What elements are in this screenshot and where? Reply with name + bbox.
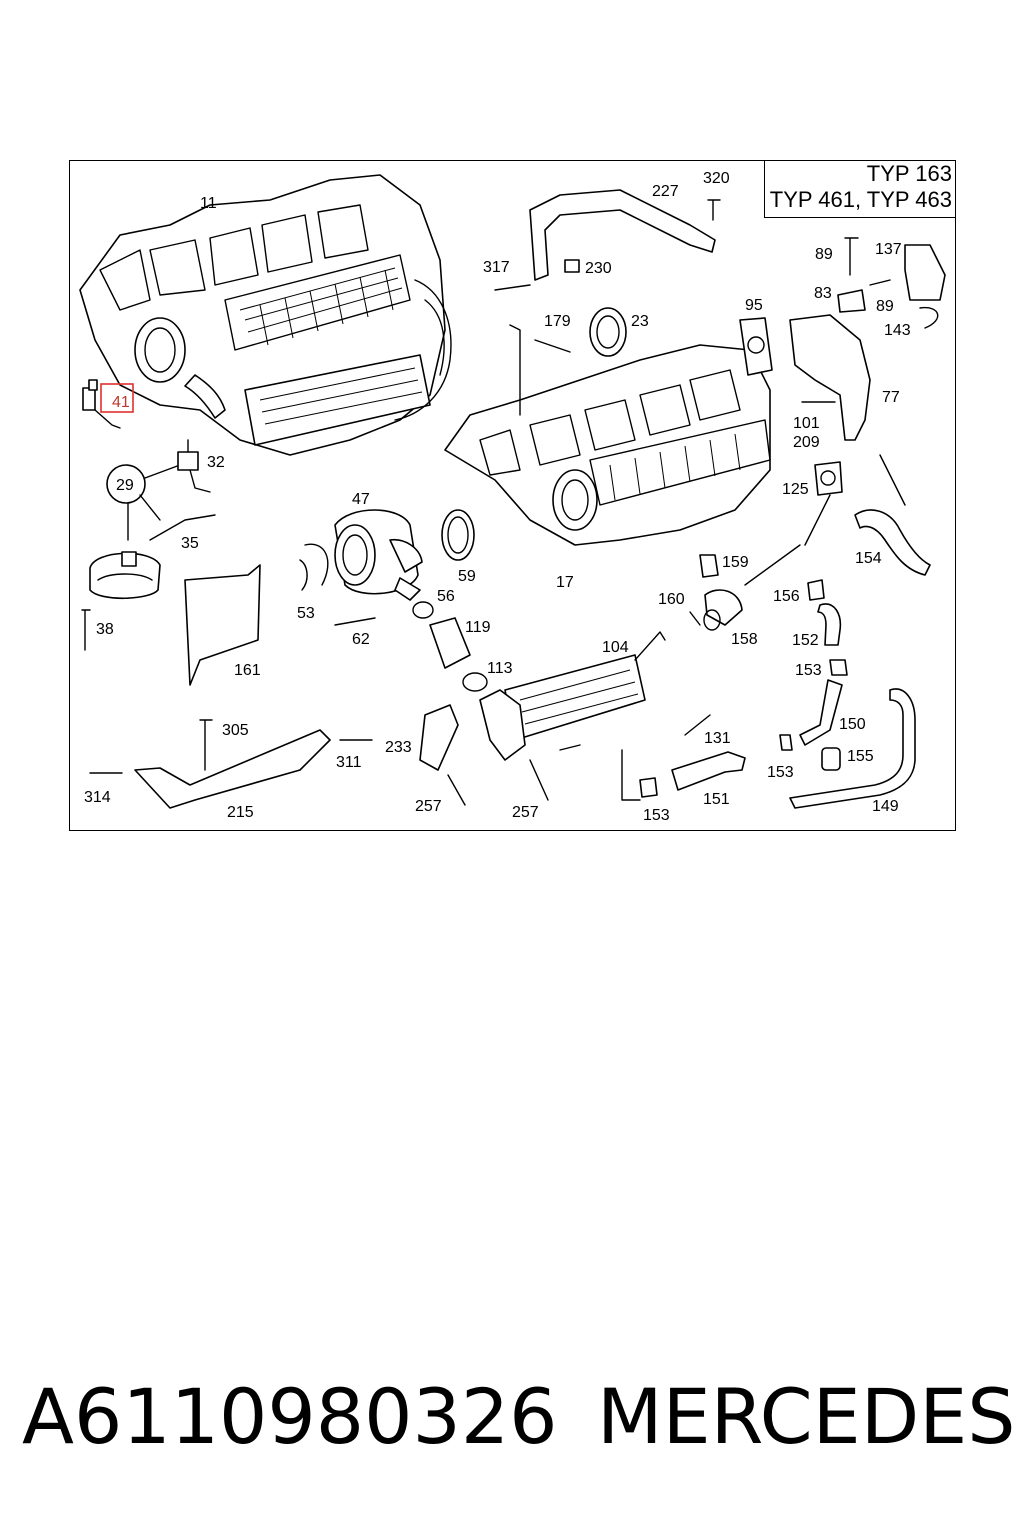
- throttle-group: [299, 509, 488, 692]
- label-155: 155: [847, 748, 874, 765]
- right-upper-group: [739, 237, 946, 576]
- label-152: 152: [792, 632, 819, 649]
- label-153-b: 153: [767, 764, 794, 781]
- label-161: 161: [234, 662, 261, 679]
- label-83: 83: [814, 285, 832, 302]
- label-153-c: 153: [643, 807, 670, 824]
- label-320: 320: [703, 170, 730, 187]
- brand-name: MERCEDES: [597, 1372, 1016, 1461]
- pipe-group: [494, 189, 721, 357]
- label-151: 151: [703, 791, 730, 808]
- label-101: 101: [793, 415, 820, 432]
- label-257-a: 257: [415, 798, 442, 815]
- label-104: 104: [602, 639, 629, 656]
- label-23: 23: [631, 313, 649, 330]
- label-89-b: 89: [876, 298, 894, 315]
- label-160: 160: [658, 591, 685, 608]
- label-47: 47: [352, 491, 370, 508]
- label-38: 38: [96, 621, 114, 638]
- label-305: 305: [222, 722, 249, 739]
- label-41[interactable]: 41: [112, 394, 130, 411]
- vehicle-type-line-1: TYP 163: [866, 161, 952, 186]
- label-11: 11: [200, 195, 217, 212]
- actuator-group: [81, 439, 216, 651]
- label-154: 154: [855, 550, 882, 567]
- label-59: 59: [458, 568, 476, 585]
- label-317: 317: [483, 259, 510, 276]
- label-314: 314: [84, 789, 111, 806]
- label-179: 179: [544, 313, 571, 330]
- vehicle-type-box: TYP 163 TYP 461, TYP 463: [764, 161, 955, 218]
- label-156: 156: [773, 588, 800, 605]
- label-89-a: 89: [815, 246, 833, 263]
- label-29: 29: [116, 477, 134, 494]
- label-125: 125: [782, 481, 809, 498]
- label-119: 119: [465, 619, 491, 636]
- label-layer: 11 41 32 29 35 38 161 47 53 62 56 59 119…: [84, 170, 911, 824]
- bracket-group: [89, 704, 549, 809]
- label-137: 137: [875, 241, 902, 258]
- label-215: 215: [227, 804, 254, 821]
- hose-group: [779, 579, 916, 809]
- label-311: 311: [336, 754, 362, 771]
- label-17: 17: [556, 574, 574, 591]
- label-95: 95: [745, 297, 763, 314]
- intake-manifold-right: [444, 324, 771, 546]
- egr-cooler-group: [479, 544, 801, 801]
- label-56: 56: [437, 588, 455, 605]
- label-159: 159: [722, 554, 749, 571]
- label-153-a: 153: [795, 662, 822, 679]
- label-149: 149: [872, 798, 899, 815]
- label-230: 230: [585, 260, 612, 277]
- label-62: 62: [352, 631, 370, 648]
- part-161-bracket: [184, 564, 261, 686]
- label-35: 35: [181, 535, 199, 552]
- label-233: 233: [385, 739, 412, 756]
- part-41-sensor: [82, 379, 134, 429]
- label-77: 77: [882, 389, 900, 406]
- label-113: 113: [487, 660, 513, 677]
- caption: A6110980326 MERCEDES: [22, 1372, 1016, 1462]
- vehicle-type-line-2: TYP 461, TYP 463: [769, 187, 952, 212]
- label-150: 150: [839, 716, 866, 733]
- label-143: 143: [884, 322, 911, 339]
- part-number: A6110980326: [22, 1372, 558, 1461]
- label-227: 227: [652, 183, 679, 200]
- label-257-b: 257: [512, 804, 539, 821]
- label-53: 53: [297, 605, 315, 622]
- intake-manifold-left: [79, 174, 452, 456]
- label-131: 131: [704, 730, 731, 747]
- label-209: 209: [793, 434, 820, 451]
- label-32: 32: [207, 454, 225, 471]
- label-158: 158: [731, 631, 758, 648]
